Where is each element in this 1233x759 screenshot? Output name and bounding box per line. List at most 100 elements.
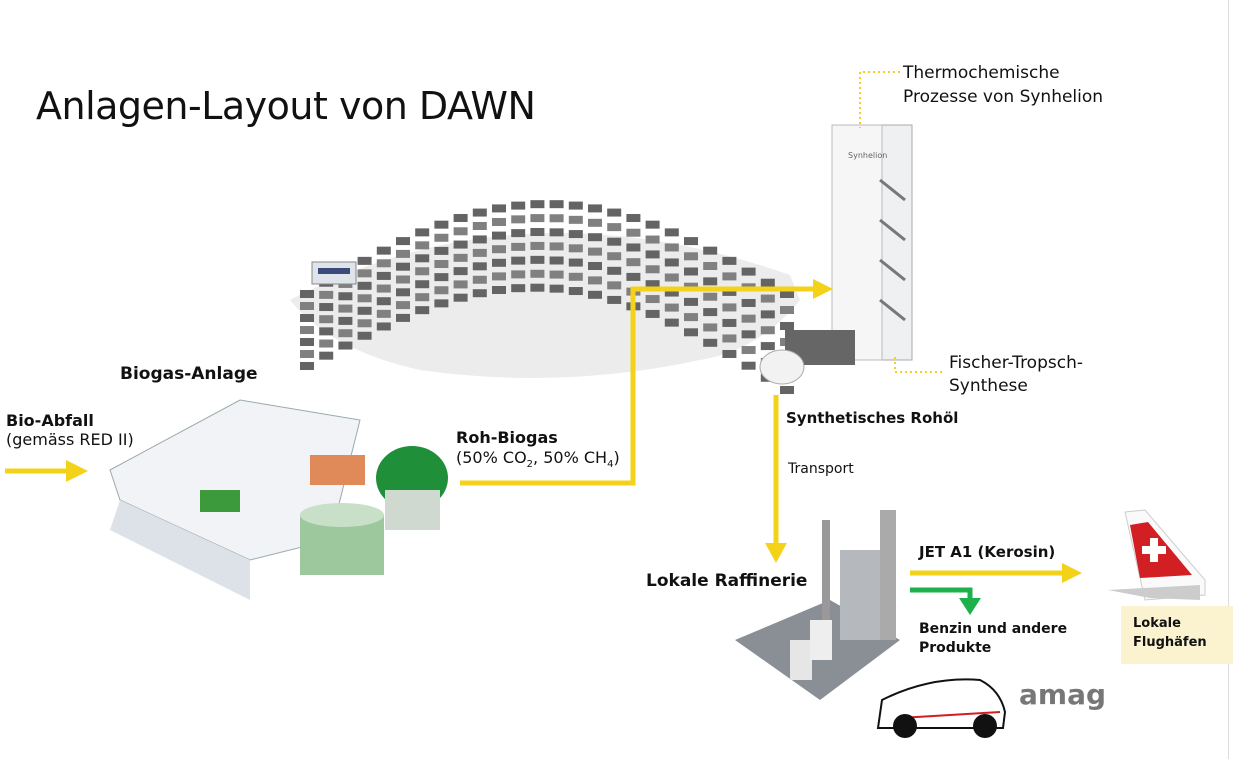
heliostat: [588, 247, 602, 256]
heliostat: [511, 215, 526, 224]
heliostat: [703, 323, 718, 332]
heliostat: [703, 292, 718, 301]
amag-logo: amag: [1019, 678, 1107, 711]
heliostat: [453, 293, 468, 302]
label-thermo-1: Thermochemische: [903, 63, 1060, 83]
heliostat: [607, 252, 622, 261]
arrow-transport: [765, 395, 787, 563]
heliostat: [568, 230, 583, 239]
heliostat: [626, 258, 641, 267]
heliostat: [357, 294, 372, 303]
heliostat: [357, 256, 372, 265]
heliostat: [472, 222, 487, 231]
heliostat: [530, 255, 545, 264]
heliostat: [645, 235, 660, 244]
heliostat: [664, 318, 679, 327]
text: Flughäfen: [1133, 635, 1207, 650]
heliostat: [530, 228, 545, 237]
heliostat: [453, 280, 468, 289]
heliostat: [607, 223, 622, 232]
heliostat: [780, 306, 794, 314]
label-ft-1: Fischer-Tropsch-: [949, 353, 1083, 373]
heliostat: [664, 258, 679, 267]
heliostat: [453, 253, 468, 262]
heliostat: [492, 231, 506, 240]
heliostat: [588, 204, 602, 213]
heliostat: [588, 233, 602, 242]
label-biogas-anlage: Biogas-Anlage: [120, 364, 258, 384]
heliostat: [568, 272, 583, 281]
heliostat: [511, 270, 526, 279]
heliostat: [492, 272, 506, 281]
tower-logo: Synhelion: [848, 151, 887, 160]
heliostat: [396, 275, 410, 284]
heliostat: [530, 214, 545, 223]
heliostat: [338, 341, 353, 350]
heliostat: [760, 278, 775, 287]
heliostat: [376, 259, 391, 268]
heliostat: [338, 316, 353, 325]
arrow-benzin: [910, 587, 981, 615]
heliostat: [492, 218, 506, 227]
heliostat: [396, 249, 410, 258]
refinery: [735, 510, 900, 700]
heliostat: [492, 204, 506, 213]
label-bio-abfall: Bio-Abfall: [6, 411, 94, 430]
text: 4: [607, 459, 614, 471]
heliostat: [703, 338, 718, 347]
heliostat: [684, 328, 698, 337]
heliostat: [434, 260, 449, 269]
heliostat: [472, 262, 487, 271]
heliostat: [722, 287, 737, 296]
arrow-jet: [910, 563, 1082, 583]
heliostat: [607, 237, 622, 246]
heliostat: [760, 310, 775, 319]
heliostat: [300, 362, 314, 370]
heliostat: [434, 246, 449, 255]
heliostat: [511, 242, 526, 251]
heliostat: [684, 237, 698, 246]
heliostat: [703, 308, 718, 317]
heliostat: [300, 302, 314, 310]
heliostat: [607, 266, 622, 275]
heliostat: [300, 290, 314, 298]
heliostat: [396, 262, 410, 271]
heliostat: [396, 288, 410, 297]
heliostat: [319, 315, 334, 324]
heliostat: [453, 240, 468, 249]
porsche-car: [876, 678, 1007, 738]
heliostat: [300, 314, 314, 322]
heliostat: [319, 303, 334, 312]
heliostat: [415, 254, 430, 263]
label-thermo-2: Prozesse von Synhelion: [903, 87, 1104, 107]
heliostat: [338, 292, 353, 301]
heliostat: [588, 290, 602, 299]
heliostat: [645, 265, 660, 274]
heliostat: [549, 284, 564, 293]
slide-edge: [1228, 0, 1229, 759]
biogas-plant: [109, 399, 448, 600]
heliostat: [338, 329, 353, 338]
text: ): [613, 448, 620, 467]
heliostat: [396, 301, 410, 310]
leader-ft: [894, 355, 942, 373]
heliostat: [645, 220, 660, 229]
heliostat: [511, 256, 526, 265]
heliostat: [549, 270, 564, 279]
heliostat: [780, 322, 794, 330]
heliostat: [741, 298, 756, 307]
heliostat: [760, 342, 775, 351]
heliostat: [549, 200, 564, 209]
heliostat: [549, 256, 564, 265]
heliostat: [741, 267, 756, 276]
heliostat: [492, 286, 506, 295]
heliostat: [396, 237, 410, 246]
heliostat: [684, 297, 698, 306]
heliostat: [684, 252, 698, 261]
heliostat: [664, 288, 679, 297]
heliostat: [319, 327, 334, 336]
heliostat: [760, 294, 775, 303]
heliostat: [703, 262, 718, 271]
